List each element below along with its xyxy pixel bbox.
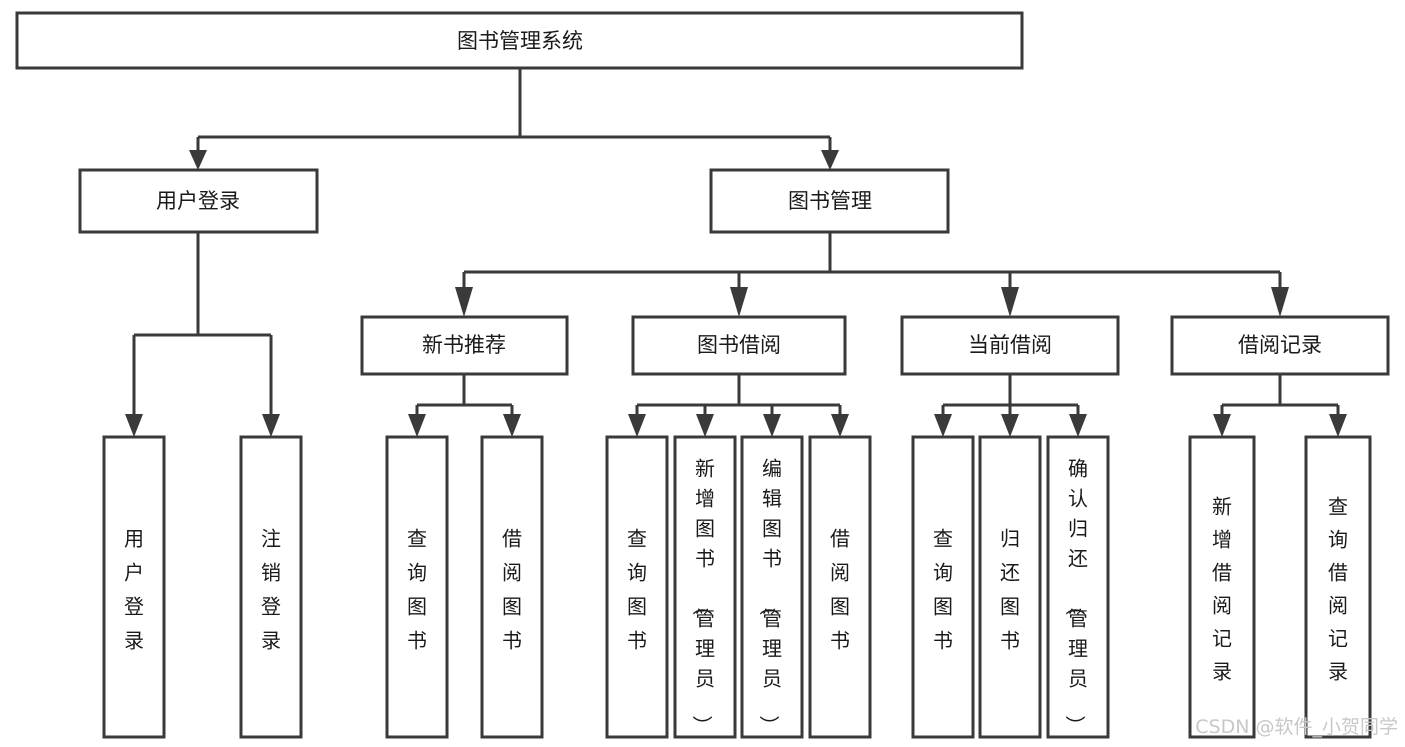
leaf-confirm-return-label: 确认归还（管理员） (1063, 456, 1088, 735)
node-new-book-rec-label: 新书推荐 (422, 333, 506, 357)
arrowhead-leaf-query-book-3 (934, 414, 952, 437)
arrowhead-leaf-add-record (1213, 414, 1231, 437)
leaf-edit-book-box[interactable] (740, 435, 804, 739)
arrowhead-borrow-record (1271, 287, 1289, 317)
leaf-logout[interactable]: 注销登录 (239, 435, 303, 739)
leaf-add-book-box[interactable] (673, 435, 737, 739)
arrowhead-leaf-return-book (1001, 414, 1019, 437)
leaf-confirm-return-box[interactable] (1046, 435, 1110, 739)
leaf-add-record-box[interactable] (1188, 435, 1256, 739)
node-current-borrow[interactable]: 当前借阅 (900, 315, 1120, 376)
node-new-book-rec-box[interactable] (360, 315, 569, 376)
arrowhead-user-login (189, 150, 207, 170)
leaf-query-record-box[interactable] (1304, 435, 1372, 739)
arrowhead-new-book-rec (455, 287, 473, 317)
node-current-borrow-box[interactable] (900, 315, 1120, 376)
leaf-add-record-label: 新增借阅记录 (1212, 495, 1232, 684)
leaf-edit-book-label: 编辑图书（管理员） (757, 456, 782, 735)
node-root-label: 图书管理系统 (457, 29, 583, 53)
leaf-edit-book[interactable]: 编辑图书（管理员） (740, 435, 804, 739)
leaf-return-book-label: 归还图书 (1000, 527, 1020, 653)
leaf-query-book-1-box[interactable] (385, 435, 449, 739)
leaf-borrow-book-1[interactable]: 借阅图书 (480, 435, 544, 739)
arrowhead-book-manage (821, 150, 839, 170)
node-book-borrow-box[interactable] (631, 315, 847, 376)
node-user-login-box[interactable] (78, 168, 319, 234)
node-root-box[interactable] (15, 11, 1024, 70)
leaf-add-book-label: 新增图书（管理员） (690, 456, 715, 735)
csdn-watermark: CSDN @软件_小贺同学 (1195, 716, 1398, 738)
arrowhead-leaf-query-book-2 (628, 414, 646, 437)
leaf-query-book-2-label: 查询图书 (627, 527, 647, 653)
leaf-return-book[interactable]: 归还图书 (978, 435, 1042, 739)
node-book-manage-box[interactable] (709, 168, 950, 234)
node-book-manage-label: 图书管理 (788, 189, 872, 213)
leaf-query-record-label: 查询借阅记录 (1328, 495, 1348, 684)
node-root[interactable]: 图书管理系统 (15, 11, 1024, 70)
node-borrow-record-label: 借阅记录 (1238, 333, 1322, 357)
node-user-login[interactable]: 用户登录 (78, 168, 319, 234)
leaf-user-login[interactable]: 用户登录 (102, 435, 166, 739)
arrowhead-leaf-user-login (125, 414, 143, 437)
leaf-borrow-book-2-box[interactable] (808, 435, 872, 739)
arrowhead-current-borrow (1001, 287, 1019, 317)
node-book-borrow-label: 图书借阅 (697, 333, 781, 357)
connector-layer (125, 68, 1347, 437)
leaf-query-record[interactable]: 查询借阅记录 (1304, 435, 1372, 739)
arrowhead-leaf-confirm-return (1069, 414, 1087, 437)
leaf-add-book[interactable]: 新增图书（管理员） (673, 435, 737, 739)
leaf-add-record[interactable]: 新增借阅记录 (1188, 435, 1256, 739)
leaf-query-book-3-label: 查询图书 (933, 527, 953, 653)
leaf-query-book-1[interactable]: 查询图书 (385, 435, 449, 739)
leaf-user-login-label: 用户登录 (124, 527, 144, 653)
node-current-borrow-label: 当前借阅 (968, 333, 1052, 357)
leaf-borrow-book-1-box[interactable] (480, 435, 544, 739)
node-new-book-rec[interactable]: 新书推荐 (360, 315, 569, 376)
leaf-query-book-1-label: 查询图书 (407, 527, 427, 653)
leaf-logout-label: 注销登录 (261, 527, 281, 653)
leaf-query-book-3[interactable]: 查询图书 (911, 435, 975, 739)
node-borrow-record[interactable]: 借阅记录 (1170, 315, 1390, 376)
leaf-query-book-3-box[interactable] (911, 435, 975, 739)
leaf-borrow-book-2-label: 借阅图书 (830, 527, 850, 653)
arrowhead-leaf-borrow-book-2 (831, 414, 849, 437)
leaf-query-book-2[interactable]: 查询图书 (605, 435, 669, 739)
leaf-user-login-box[interactable] (102, 435, 166, 739)
node-book-borrow[interactable]: 图书借阅 (631, 315, 847, 376)
arrowhead-leaf-query-record (1329, 414, 1347, 437)
arrowhead-leaf-logout (262, 414, 280, 437)
node-user-login-label: 用户登录 (156, 189, 240, 213)
leaf-return-book-box[interactable] (978, 435, 1042, 739)
arrowhead-leaf-query-book-1 (408, 414, 426, 437)
arrowhead-leaf-borrow-book-1 (503, 414, 521, 437)
node-borrow-record-box[interactable] (1170, 315, 1390, 376)
node-book-manage[interactable]: 图书管理 (709, 168, 950, 234)
arrowhead-leaf-add-book (696, 414, 714, 437)
leaf-query-book-2-box[interactable] (605, 435, 669, 739)
arrowhead-book-borrow (730, 287, 748, 317)
leaf-borrow-book-2[interactable]: 借阅图书 (808, 435, 872, 739)
arrowhead-leaf-edit-book (763, 414, 781, 437)
leaf-logout-box[interactable] (239, 435, 303, 739)
leaf-confirm-return[interactable]: 确认归还（管理员） (1046, 435, 1110, 739)
leaf-borrow-book-1-label: 借阅图书 (502, 527, 522, 653)
